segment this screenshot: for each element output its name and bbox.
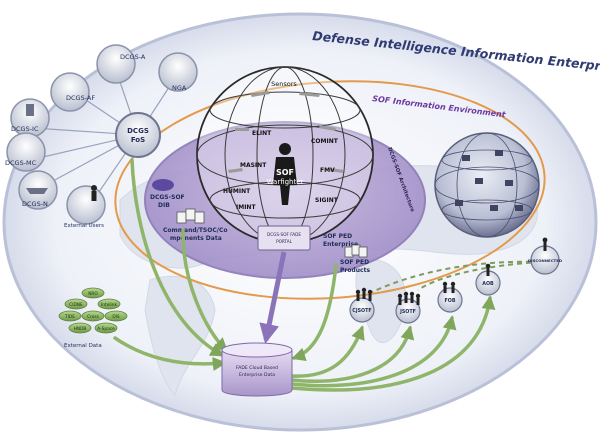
warfighter-icon [273,143,297,205]
ped-products-line2: Products [340,267,370,274]
ped-enterprise-line2: Enterprise [323,241,358,248]
external-users-label: External Users [64,223,104,229]
field-unit-jsotf: JSOTF [395,291,421,324]
ped-enterprise-line1: SOF PED [323,233,352,240]
disk-tide: TIDE [58,310,82,322]
dib-cluster-icon [152,179,174,191]
dcgs-ic-node: DCGS-IC [10,98,50,138]
user-icon [485,263,491,276]
field-unit-aob: AOB [475,263,501,296]
dcgs-mc-node: DCGS-MC [5,132,46,172]
fob-label: FOB [444,298,455,304]
disconnected-links [371,260,541,293]
documents-icon [176,208,205,224]
dcgs-n-label: DCGS-N [22,200,48,208]
external-users-node: External Users [64,185,106,229]
disk-label-intelink: Intelink [101,302,117,308]
aircraft-icons [228,91,344,173]
data-flow-arrows [113,158,496,392]
field-unit-cjsotf: CJSOTF [349,287,375,323]
portal-to-cloud-link [259,251,287,344]
external-data-label: External Data [64,343,102,349]
field-unit-disconnected: DISCONNECTED [528,237,563,275]
dcgs-fos-label-line2: FoS [131,136,145,144]
aob-label: AOB [482,281,494,287]
dcgs-af-label: DCGS-AF [66,94,95,102]
team-icon [397,291,421,305]
disk-label-cidne: CIDNE [69,302,83,308]
disk-intelink: Intelink [97,298,121,310]
team-icon [442,281,456,293]
masint-label: MASINT [240,162,267,169]
sof-ped: SOF PED Enterprise SOF PED Products [323,233,370,274]
dcgs-a-label: DCGS-A [120,53,146,61]
jsotf-label: JSOTF [399,309,416,315]
nga-label: NGA [172,84,187,92]
network-globe [434,132,540,238]
dcgs-fos-label-line1: DCGS [127,127,149,135]
dcgs-ic-label: DCGS-IC [11,125,39,133]
cloud-label-line2: Enterprise Data [239,372,275,378]
disk-label-nro: NRO [88,291,98,297]
sensor-globe: Sensors ELINT COMINT MASINT FMV HUMINT I… [196,66,374,244]
field-unit-fob: FOB [437,281,463,313]
dcgs-mc-label: DCGS-MC [5,159,37,167]
fmv-label: FMV [320,167,335,174]
command-data: Command/TSOC/Co mponents Data [163,208,227,242]
ship-icon [26,188,48,194]
cloud-data-store: FADE Cloud Based Enterprise Data [221,342,293,397]
humint-label: HUMINT [223,188,251,195]
command-label-line1: Command/TSOC/Co [163,227,227,234]
sof-environment-ring [114,80,546,300]
disk-cidne: CIDNE [64,298,88,310]
disk-label-cross: Cross [87,314,100,320]
sof-label-line1: SOF [276,168,294,177]
elint-label: ELINT [252,130,272,137]
comint-label: COMINT [311,138,339,145]
dcgs-a-node: DCGS-A [96,44,146,84]
disk-hndb: HNDB [68,322,92,334]
network-node-icons [455,150,523,211]
disk-a-space: A-Space [94,322,118,334]
disk-cross: Cross [81,310,105,322]
dcgs-n-node: DCGS-N [18,170,58,210]
disconnected-label: DISCONNECTED [528,258,563,263]
dcgs-fos-hub: DCGS FoS [115,112,161,158]
portal-label-line2: PORTAL [276,239,293,244]
server-icon [26,104,34,116]
dcgs-sof-dib: DCGS-SOF DIB [150,179,185,209]
imint-label: IMINT [236,204,256,211]
cjsotf-label: CJSOTF [352,308,371,314]
sigint-label: SIGINT [315,197,339,204]
disk-label-tide: TIDE [64,314,75,320]
disk-dis: DIS [104,310,128,322]
user-icon [91,185,97,191]
portal-label-line1: DCGS-SOF FADE [267,232,301,237]
dcgs-af-node: DCGS-AF [50,72,95,112]
products-icon [344,244,368,258]
sof-label-line2: Warfighter [267,178,304,186]
fade-portal: DCGS-SOF FADE PORTAL [257,225,311,251]
team-icon [355,287,373,301]
ped-products-line1: SOF PED [340,259,369,266]
command-label-line2: mponents Data [170,235,222,242]
user-icon [542,237,548,251]
external-data-cluster: NRO CIDNE Intelink TIDE Cross DIS HNDB [58,287,128,349]
disk-label-hndb: HNDB [74,326,87,332]
cloud-label-line1: FADE Cloud Based [236,365,278,371]
dib-label-line2: DIB [158,202,170,209]
sensors-label: Sensors [271,80,297,88]
disk-nro: NRO [81,287,105,299]
disk-label-a-space: A-Space [97,326,115,332]
dib-label-line1: DCGS-SOF [150,194,185,201]
disk-label-dis: DIS [112,314,120,320]
nga-node: NGA [158,52,198,92]
